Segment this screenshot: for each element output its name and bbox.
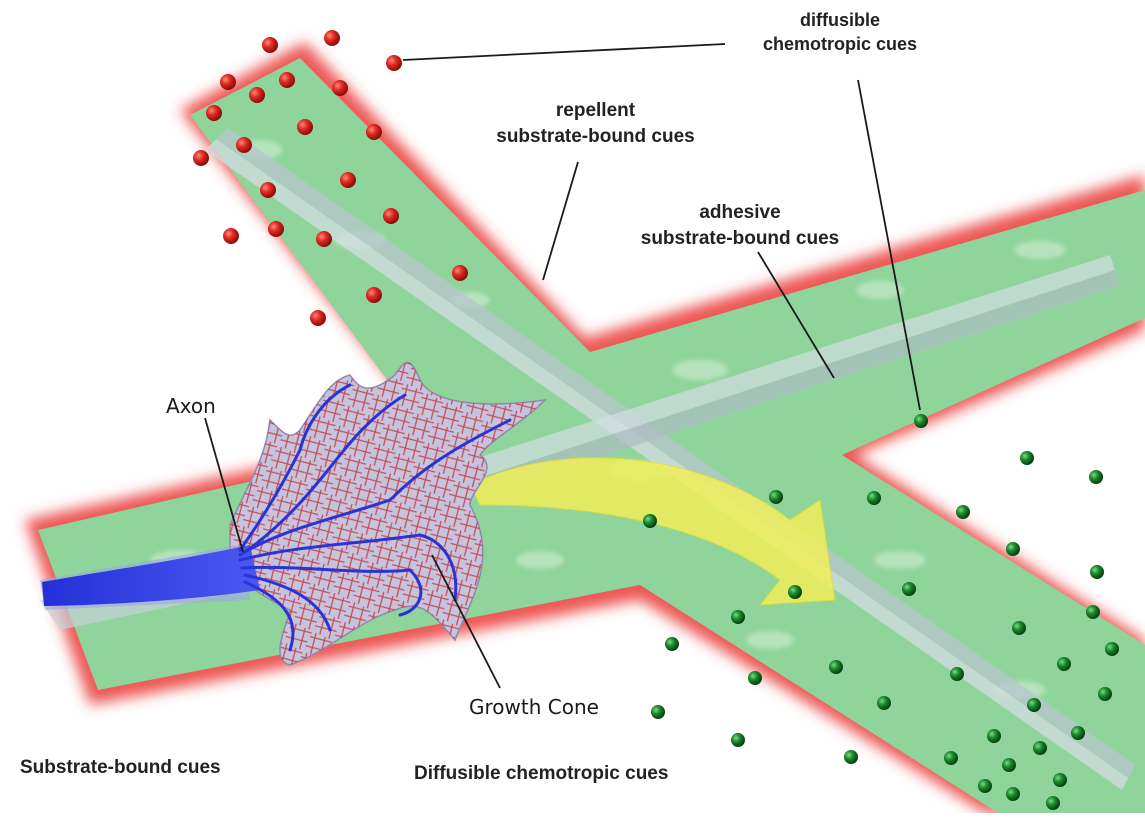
- red-cue: [268, 221, 284, 237]
- green-cue: [1057, 657, 1071, 671]
- green-cue: [950, 667, 964, 681]
- red-cue: [262, 37, 278, 53]
- green-cue: [944, 751, 958, 765]
- green-cue: [651, 705, 665, 719]
- label-diffusible-top: diffusible chemotropic cues: [735, 8, 945, 56]
- green-cue: [1006, 542, 1020, 556]
- caption-diffusible: Diffusible chemotropic cues: [414, 763, 668, 785]
- red-cue: [310, 310, 326, 326]
- red-cue: [386, 55, 402, 71]
- red-cue: [206, 105, 222, 121]
- caption-substrate-bound: Substrate-bound cues: [20, 757, 221, 779]
- green-cue: [902, 582, 916, 596]
- green-cue: [769, 490, 783, 504]
- label-growth-cone: Growth Cone: [469, 695, 599, 719]
- label-axon: Axon: [166, 394, 216, 418]
- red-cue: [452, 265, 468, 281]
- green-cue: [1053, 773, 1067, 787]
- red-cue: [223, 228, 239, 244]
- red-cue: [297, 119, 313, 135]
- label-adhesive: adhesive substrate-bound cues: [605, 200, 875, 252]
- green-cue: [748, 671, 762, 685]
- green-cue: [987, 729, 1001, 743]
- green-cue: [731, 610, 745, 624]
- green-cue: [1098, 687, 1112, 701]
- green-cue: [1071, 726, 1085, 740]
- green-cue: [844, 750, 858, 764]
- red-cue: [366, 124, 382, 140]
- green-cue: [1027, 698, 1041, 712]
- red-cue: [340, 172, 356, 188]
- green-cue: [788, 585, 802, 599]
- green-cue: [1020, 451, 1034, 465]
- green-cue: [877, 696, 891, 710]
- green-cue: [731, 733, 745, 747]
- red-cue: [366, 287, 382, 303]
- red-cue: [260, 182, 276, 198]
- green-cue: [665, 637, 679, 651]
- red-cue: [193, 150, 209, 166]
- red-cue: [383, 208, 399, 224]
- label-repellent: repellent substrate-bound cues: [458, 98, 733, 150]
- green-cue: [1090, 565, 1104, 579]
- green-cue: [914, 414, 928, 428]
- green-cue: [867, 491, 881, 505]
- green-cue: [1012, 621, 1026, 635]
- leader-diffusible-red: [403, 44, 725, 60]
- green-cue: [1089, 470, 1103, 484]
- red-cue: [249, 87, 265, 103]
- red-cue: [220, 74, 236, 90]
- green-cue: [1105, 642, 1119, 656]
- green-cue: [1086, 605, 1100, 619]
- green-cue: [978, 779, 992, 793]
- red-cue: [316, 231, 332, 247]
- leader-repellent: [543, 162, 578, 280]
- green-cue: [956, 505, 970, 519]
- green-cue: [829, 660, 843, 674]
- red-cue: [324, 30, 340, 46]
- green-cue: [643, 514, 657, 528]
- red-cue: [332, 80, 348, 96]
- green-cue: [1002, 758, 1016, 772]
- red-cue: [279, 72, 295, 88]
- green-cue: [1033, 741, 1047, 755]
- green-cue: [1046, 796, 1060, 810]
- green-cue: [1006, 787, 1020, 801]
- red-cue: [236, 137, 252, 153]
